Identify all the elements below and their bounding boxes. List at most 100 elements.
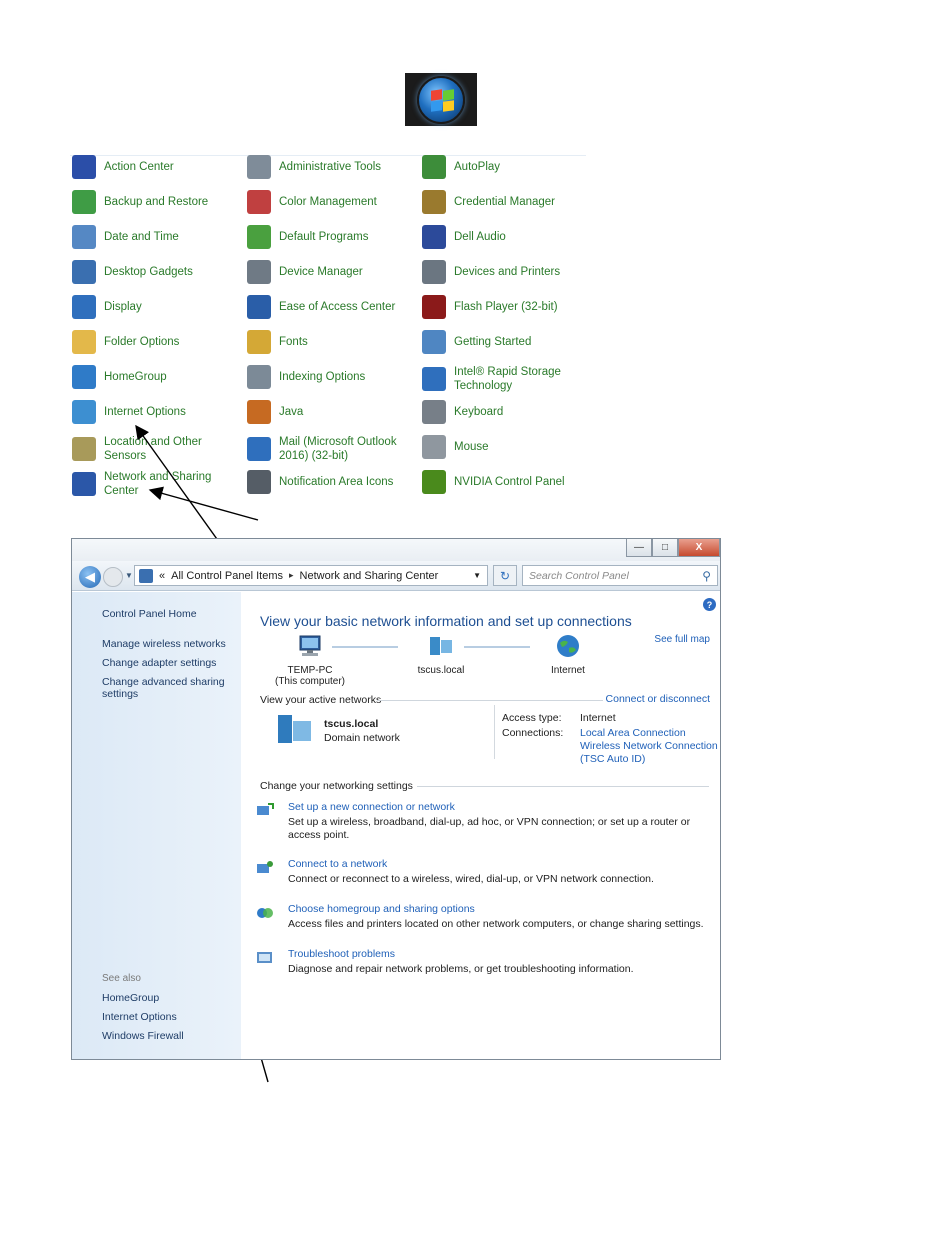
homegroup-link[interactable]: HomeGroup bbox=[102, 992, 160, 1004]
cp-item-indexing-options[interactable]: Indexing Options bbox=[247, 365, 417, 389]
calendar-icon bbox=[72, 225, 96, 249]
cp-item-display[interactable]: Display bbox=[72, 295, 242, 319]
search-input[interactable]: Search Control Panel ⚲ bbox=[522, 565, 718, 586]
cp-item-notification-area-icons[interactable]: Notification Area Icons bbox=[247, 470, 417, 494]
cp-item-flash-player-32-bit[interactable]: Flash Player (32-bit) bbox=[422, 295, 592, 319]
refresh-button[interactable]: ↻ bbox=[493, 565, 517, 586]
control-panel-home-link[interactable]: Control Panel Home bbox=[102, 608, 197, 620]
active-networks-title: View your active networks bbox=[260, 694, 382, 706]
cp-item-label: Internet Options bbox=[104, 406, 186, 418]
forward-button[interactable] bbox=[103, 567, 123, 587]
homegroup-sharing-link[interactable]: Choose homegroup and sharing options bbox=[288, 903, 475, 915]
cp-item-color-management[interactable]: Color Management bbox=[247, 190, 417, 214]
cp-item-label: Mouse bbox=[454, 441, 489, 453]
fonts-icon bbox=[247, 330, 271, 354]
wireless-connection-link[interactable]: Wireless Network Connection (TSC Auto ID… bbox=[580, 740, 718, 765]
change-settings-title: Change your networking settings bbox=[260, 780, 413, 792]
local-area-connection-link[interactable]: Local Area Connection bbox=[580, 727, 686, 739]
cp-item-label: Indexing Options bbox=[279, 371, 366, 383]
cp-item-label: Credential Manager bbox=[454, 196, 556, 208]
java-icon bbox=[247, 400, 271, 424]
cp-item-devices-and-printers[interactable]: Devices and Printers bbox=[422, 260, 592, 284]
cp-item-fonts[interactable]: Fonts bbox=[247, 330, 417, 354]
cp-item-intel-rapid-storage-technology[interactable]: Intel® Rapid Storage Technology bbox=[422, 365, 592, 393]
ease-of-access-icon bbox=[247, 295, 271, 319]
cp-item-backup-and-restore[interactable]: Backup and Restore bbox=[72, 190, 242, 214]
intel-storage-icon bbox=[422, 367, 446, 391]
address-bar[interactable]: « All Control Panel Items ▸ Network and … bbox=[134, 565, 488, 586]
cp-item-label: Notification Area Icons bbox=[279, 476, 394, 488]
windows-logo-icon bbox=[417, 75, 465, 124]
cp-item-ease-of-access-center[interactable]: Ease of Access Center bbox=[247, 295, 417, 319]
setup-connection-link[interactable]: Set up a new connection or network bbox=[288, 801, 455, 813]
cp-item-date-and-time[interactable]: Date and Time bbox=[72, 225, 242, 249]
search-icon[interactable]: ⚲ bbox=[702, 568, 711, 583]
cp-item-nvidia-control-panel[interactable]: NVIDIA Control Panel bbox=[422, 470, 592, 494]
network-name: tscus.local bbox=[324, 718, 379, 730]
close-button[interactable]: X bbox=[678, 539, 720, 557]
change-adapter-link[interactable]: Change adapter settings bbox=[102, 657, 217, 669]
network-sharing-window: — □ X ◀ ▼ « All Control Panel Items ▸ Ne… bbox=[71, 538, 721, 1060]
cp-item-credential-manager[interactable]: Credential Manager bbox=[422, 190, 592, 214]
cp-item-folder-options[interactable]: Folder Options bbox=[72, 330, 242, 354]
default-programs-icon bbox=[247, 225, 271, 249]
cp-item-device-manager[interactable]: Device Manager bbox=[247, 260, 417, 284]
map-node-domain[interactable]: tscus.local bbox=[406, 634, 476, 676]
cp-item-java[interactable]: Java bbox=[247, 400, 417, 424]
cp-item-mouse[interactable]: Mouse bbox=[422, 435, 592, 459]
breadcrumb-all-items[interactable]: All Control Panel Items bbox=[171, 569, 284, 582]
cp-item-mail-microsoft-outlook-2016-32-bit[interactable]: Mail (Microsoft Outlook 2016) (32-bit) bbox=[247, 435, 417, 463]
folder-icon bbox=[72, 330, 96, 354]
connect-network-link[interactable]: Connect to a network bbox=[288, 858, 388, 870]
start-button[interactable] bbox=[405, 73, 477, 126]
breadcrumb-network-sharing[interactable]: Network and Sharing Center bbox=[299, 569, 439, 582]
address-dropdown-icon[interactable]: ▼ bbox=[473, 571, 481, 580]
minimize-button[interactable]: — bbox=[626, 539, 652, 557]
windows-firewall-link[interactable]: Windows Firewall bbox=[102, 1030, 184, 1042]
device-manager-icon bbox=[247, 260, 271, 284]
cp-item-network-and-sharing-center[interactable]: Network and Sharing Center bbox=[72, 470, 242, 498]
flag-icon bbox=[72, 155, 96, 179]
map-node-computer[interactable]: TEMP-PC (This computer) bbox=[270, 634, 350, 687]
cp-item-label: Action Center bbox=[104, 161, 174, 173]
cp-item-label: Ease of Access Center bbox=[279, 301, 396, 313]
cp-item-label: Device Manager bbox=[279, 266, 363, 278]
recent-pages-dropdown[interactable]: ▼ bbox=[125, 571, 133, 580]
cp-item-internet-options[interactable]: Internet Options bbox=[72, 400, 242, 424]
internet-options-link[interactable]: Internet Options bbox=[102, 1011, 177, 1023]
domain-network-icon bbox=[430, 637, 452, 655]
cp-item-autoplay[interactable]: AutoPlay bbox=[422, 155, 592, 179]
cp-item-desktop-gadgets[interactable]: Desktop Gadgets bbox=[72, 260, 242, 284]
troubleshoot-link[interactable]: Troubleshoot problems bbox=[288, 948, 395, 960]
cp-item-dell-audio[interactable]: Dell Audio bbox=[422, 225, 592, 249]
domain-network-icon bbox=[278, 715, 311, 743]
cp-item-label: Location and Other Sensors bbox=[104, 436, 202, 462]
maximize-button[interactable]: □ bbox=[652, 539, 678, 557]
cp-item-getting-started[interactable]: Getting Started bbox=[422, 330, 592, 354]
cp-item-label: Getting Started bbox=[454, 336, 532, 348]
mouse-icon bbox=[422, 435, 446, 459]
change-advanced-sharing-link[interactable]: Change advanced sharing settings bbox=[102, 676, 225, 700]
cp-item-keyboard[interactable]: Keyboard bbox=[422, 400, 592, 424]
indexing-icon bbox=[247, 365, 271, 389]
see-full-map-link[interactable]: See full map bbox=[654, 634, 710, 645]
cp-item-label: AutoPlay bbox=[454, 161, 501, 173]
cp-item-label: Desktop Gadgets bbox=[104, 266, 193, 278]
map-node-internet[interactable]: Internet bbox=[538, 634, 598, 676]
manage-wireless-link[interactable]: Manage wireless networks bbox=[102, 638, 226, 650]
cp-item-location-and-other-sensors[interactable]: Location and Other Sensors bbox=[72, 435, 242, 463]
cp-item-label: Java bbox=[279, 406, 304, 418]
network-type[interactable]: Domain network bbox=[324, 732, 400, 744]
cp-item-default-programs[interactable]: Default Programs bbox=[247, 225, 417, 249]
cp-item-homegroup[interactable]: HomeGroup bbox=[72, 365, 242, 389]
back-button[interactable]: ◀ bbox=[79, 566, 101, 588]
connect-disconnect-link[interactable]: Connect or disconnect bbox=[605, 693, 710, 705]
breadcrumb-separator-icon[interactable]: ▸ bbox=[289, 570, 294, 580]
cp-item-administrative-tools[interactable]: Administrative Tools bbox=[247, 155, 417, 179]
page-title: View your basic network information and … bbox=[260, 613, 632, 629]
cp-item-label: Display bbox=[104, 301, 142, 313]
cp-item-action-center[interactable]: Action Center bbox=[72, 155, 242, 179]
troubleshoot-icon bbox=[257, 952, 272, 963]
breadcrumb-prefix[interactable]: « bbox=[159, 569, 166, 582]
help-icon[interactable]: ? bbox=[703, 598, 716, 611]
